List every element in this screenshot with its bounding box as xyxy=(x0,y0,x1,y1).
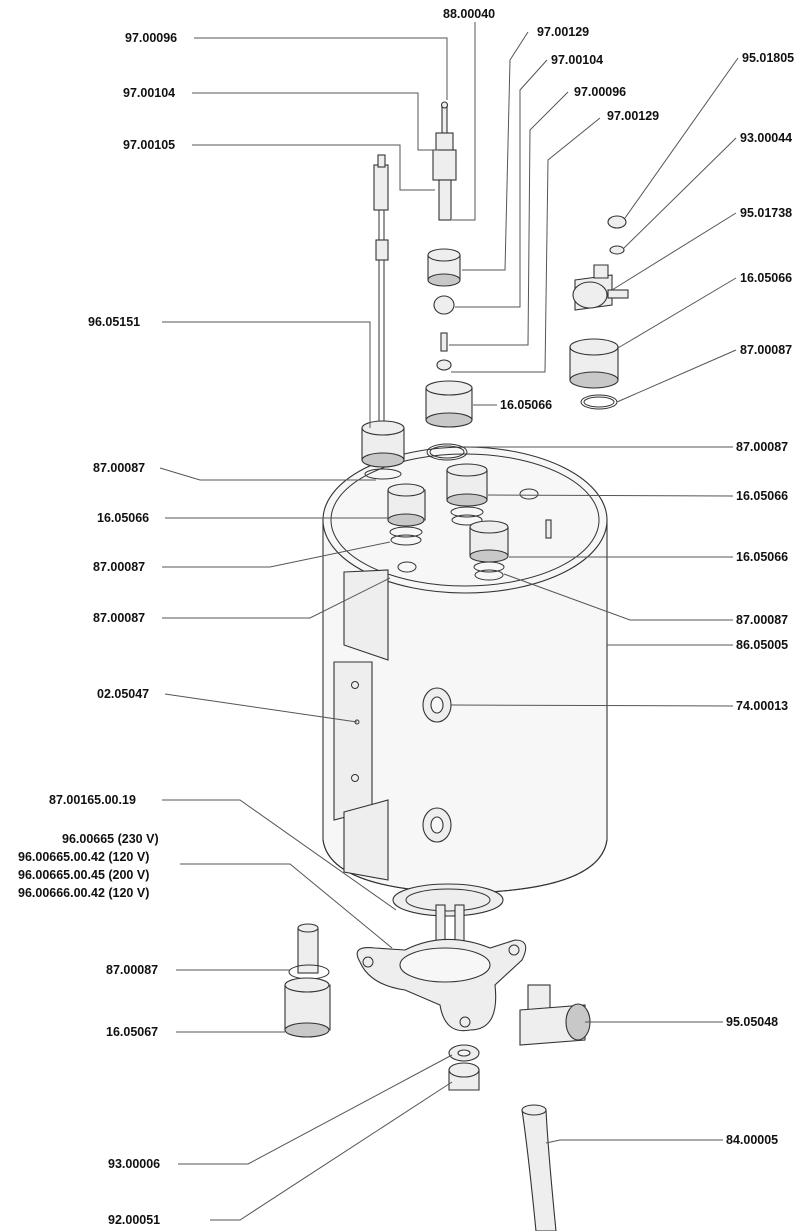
label-97-00104-a: 97.00104 xyxy=(123,86,175,100)
level-probe-assembly xyxy=(361,154,405,480)
label-84-00005: 84.00005 xyxy=(726,1133,778,1147)
label-87-00087-a: 87.00087 xyxy=(740,343,792,357)
label-97-00129-a: 97.00129 xyxy=(537,25,589,39)
label-87-00087-d: 87.00087 xyxy=(93,560,145,574)
label-74-00013: 74.00013 xyxy=(736,699,788,713)
label-95-05048: 95.05048 xyxy=(726,1015,778,1029)
center-probe-stack xyxy=(425,101,473,461)
label-02-05047: 02.05047 xyxy=(97,687,149,701)
hose xyxy=(521,1104,557,1231)
label-87-00087-e: 87.00087 xyxy=(93,611,145,625)
label-86-05005: 86.05005 xyxy=(736,638,788,652)
label-96-00666-00-42-120v: 96.00666.00.42 (120 V) xyxy=(18,886,149,900)
side-bracket xyxy=(333,569,389,881)
leader-lines xyxy=(159,22,739,1221)
elbow-fitting xyxy=(519,984,591,1046)
label-97-00129-b: 97.00129 xyxy=(607,109,659,123)
label-87-00087-b: 87.00087 xyxy=(736,440,788,454)
washer-and-nut xyxy=(448,1044,480,1091)
label-97-00096-b: 97.00096 xyxy=(574,85,626,99)
label-92-00051: 92.00051 xyxy=(108,1213,160,1227)
part-labels: 88.00040 97.00096 97.00129 97.00104 97.0… xyxy=(18,7,794,1227)
label-16-05066-e: 16.05066 xyxy=(736,550,788,564)
fitting-center xyxy=(446,463,488,526)
label-95-01738: 95.01738 xyxy=(740,206,792,220)
label-95-01805: 95.01805 xyxy=(742,51,794,65)
label-97-00096-a: 97.00096 xyxy=(125,31,177,45)
label-93-00044: 93.00044 xyxy=(740,131,792,145)
label-87-00087-g: 87.00087 xyxy=(106,963,158,977)
label-16-05066-d: 16.05066 xyxy=(97,511,149,525)
label-16-05066-a: 16.05066 xyxy=(740,271,792,285)
pressure-switch-assembly xyxy=(569,215,629,410)
label-87-00087-c: 87.00087 xyxy=(93,461,145,475)
label-87-00087-f: 87.00087 xyxy=(736,613,788,627)
heating-element-assembly xyxy=(356,883,527,1032)
label-88-00040: 88.00040 xyxy=(443,7,495,21)
fitting-left xyxy=(387,483,426,546)
label-87-00165-00-19: 87.00165.00.19 xyxy=(49,793,136,807)
label-96-00665-230v: 96.00665 (230 V) xyxy=(62,832,159,846)
fitting-right xyxy=(469,520,509,581)
label-96-00665-00-45-200v: 96.00665.00.45 (200 V) xyxy=(18,868,149,882)
label-16-05067: 16.05067 xyxy=(106,1025,158,1039)
bottom-left-fitting xyxy=(284,923,331,1038)
label-93-00006: 93.00006 xyxy=(108,1157,160,1171)
label-16-05066-b: 16.05066 xyxy=(500,398,552,412)
tank-plugs xyxy=(422,687,452,843)
label-96-00665-00-42-120v: 96.00665.00.42 (120 V) xyxy=(18,850,149,864)
label-97-00105: 97.00105 xyxy=(123,138,175,152)
label-96-05151: 96.05151 xyxy=(88,315,140,329)
label-16-05066-c: 16.05066 xyxy=(736,489,788,503)
label-97-00104-b: 97.00104 xyxy=(551,53,603,67)
